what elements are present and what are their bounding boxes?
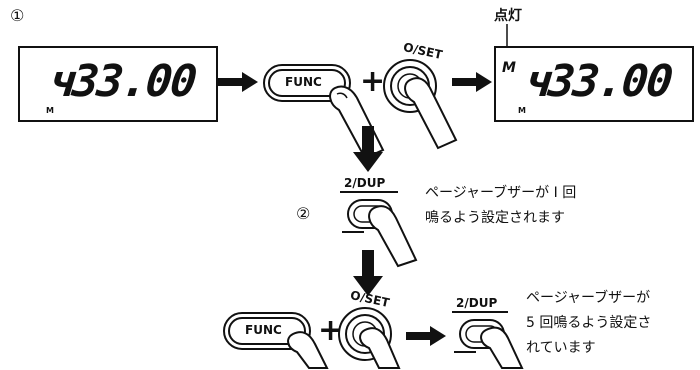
lcd-display-before: ч33.00 M [18, 46, 218, 122]
finger-press-icon [368, 205, 418, 268]
func-key[interactable] [262, 63, 354, 105]
arrow-down-icon [353, 250, 383, 296]
lit-callout: 点灯 [494, 8, 522, 24]
note-buzzer-once: ページャーブザーが I 回 鳴るよう設定されます [425, 181, 576, 231]
finger-press-icon [359, 327, 401, 369]
memory-indicator: M [518, 106, 526, 115]
finger-press-icon [404, 77, 458, 150]
arrow-right-icon [452, 72, 492, 92]
arrow-down-icon [353, 126, 383, 172]
note-line: れています [526, 340, 596, 356]
display-value: ч33.00 [45, 56, 198, 107]
note-line: ページャーブザーが I 回 [425, 185, 577, 201]
arrow-right-icon [218, 72, 258, 92]
note-line: 5 回鳴るよう設定さ [526, 315, 652, 331]
mode-indicator: M [502, 60, 516, 76]
note-line: ページャーブザーが [526, 290, 651, 306]
memory-indicator: M [46, 106, 54, 115]
arrow-right-icon [406, 326, 446, 346]
step-2-marker: ② [296, 204, 311, 223]
display-value: ч33.00 [521, 56, 674, 107]
lcd-display-after: M ч33.00 M [494, 46, 694, 122]
note-buzzer-five: ページャーブザーが 5 回鳴るよう設定さ れています [526, 286, 651, 361]
finger-press-icon [287, 331, 329, 369]
note-line: 鳴るよう設定されます [425, 210, 565, 226]
dup-key-label: 2/DUP [456, 296, 498, 310]
step-1-marker: ① [10, 6, 25, 25]
func-key-label: FUNC [245, 323, 282, 337]
dup-key-label: 2/DUP [344, 176, 386, 190]
finger-press-icon [480, 326, 524, 369]
plus-sign: + [360, 64, 386, 99]
func-key-label: FUNC [285, 75, 322, 89]
